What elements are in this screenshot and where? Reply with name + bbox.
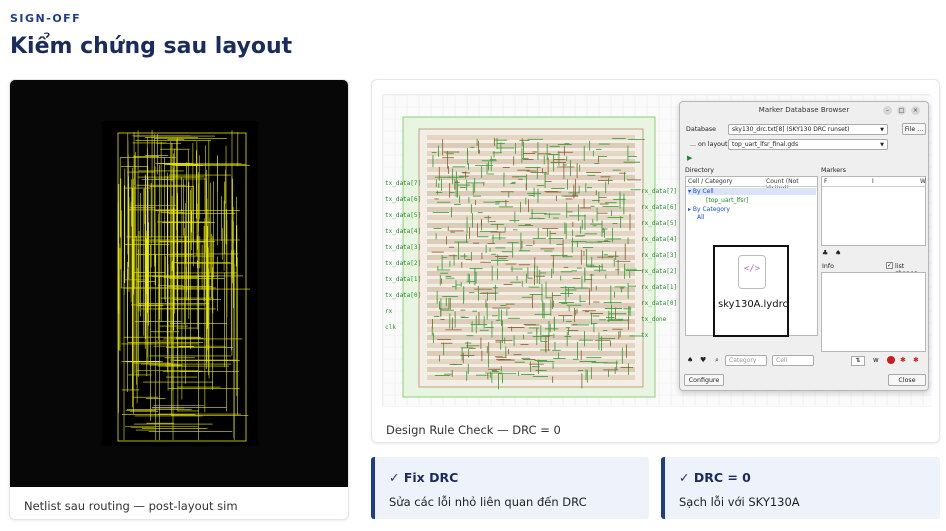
note-title: ✓ Fix DRC (389, 470, 459, 485)
netlist-image (10, 80, 348, 487)
file-name: sky130A.lydrc (718, 299, 788, 310)
directory-label: Directory (685, 167, 715, 174)
col-cell-category: Cell / Category (688, 178, 733, 185)
bug-alt-icon[interactable]: ✱ (913, 356, 919, 364)
tree-all[interactable]: All (697, 214, 705, 221)
drc-caption: Design Rule Check — DRC = 0 (386, 423, 561, 437)
category-placeholder: Category (729, 357, 757, 364)
info-label: Info (822, 263, 834, 270)
markers-label: Markers (821, 167, 847, 174)
pin-label-right: rx_data[6] (641, 204, 677, 211)
file-button[interactable]: File ... (902, 123, 926, 135)
pin-label-left: tx_data[3] (385, 244, 421, 251)
tree-top-cell[interactable]: [top_uart_lfsr] (706, 197, 749, 204)
sort-icon[interactable]: ⇅ (851, 356, 865, 366)
list-shapes-checkbox[interactable]: ✓ (886, 262, 893, 269)
pin-label-left: rx (385, 308, 393, 315)
pin-label-left: tx_data[4] (385, 228, 421, 235)
col-w: W (920, 178, 926, 185)
database-value: sky130_drc.txt[8] (SKY130 DRC runset) (732, 126, 850, 133)
drc-layout-image: tx_data[7] tx_data[6] tx_data[5] tx_data[4]… (382, 94, 932, 408)
database-label: Database (686, 126, 717, 133)
close-button[interactable]: Close (888, 374, 926, 386)
pin-label-right: rx_data[2] (641, 268, 677, 275)
pin-label-left: tx_data[6] (385, 196, 421, 203)
close-window-icon[interactable]: × (911, 106, 920, 115)
page-title: Kiểm chứng sau layout (10, 34, 293, 59)
unflag-icon[interactable]: ♠ (835, 249, 842, 257)
cell-filter[interactable]: Cell (772, 355, 814, 366)
cell-placeholder: Cell (776, 357, 788, 364)
note-body: Sạch lỗi với SKY130A (679, 495, 800, 509)
tree-by-category[interactable]: ▸ By Category (688, 206, 730, 213)
pin-label-right: rx_data[0] (641, 300, 677, 307)
pin-label-left: tx_data[1] (385, 276, 421, 283)
drc-card: tx_data[7] tx_data[6] tx_data[5] tx_data[4]… (371, 79, 940, 443)
chevron-down-icon: ▼ (880, 127, 884, 133)
run-icon[interactable]: ▶ (687, 154, 693, 162)
markers-header-divider (822, 186, 925, 187)
netlist-caption: Netlist sau routing — post-layout sim (24, 499, 238, 513)
record-icon[interactable] (887, 356, 895, 364)
tree-by-category-label: By Category (692, 206, 730, 213)
markers-list[interactable]: F I W (821, 176, 926, 246)
flag-icon[interactable]: ♣ (822, 249, 829, 257)
col-i: I (872, 178, 874, 185)
configure-button[interactable]: Configure (684, 374, 724, 386)
pin-label-right: tx_done (641, 316, 667, 323)
netlist-card: Netlist sau routing — post-layout sim (9, 79, 349, 520)
info-panel (821, 272, 926, 352)
pin-label-right: rx_data[3] (641, 252, 677, 259)
pin-label-right: rx_data[7] (641, 188, 677, 195)
note-drc-zero: ✓ DRC = 0 Sạch lỗi với SKY130A (661, 457, 940, 519)
pin-label-left: clk (385, 324, 396, 331)
spade-icon[interactable]: ♠ (687, 356, 694, 364)
note-title: ✓ DRC = 0 (679, 470, 751, 485)
waypoint-icon[interactable]: w (873, 356, 879, 364)
maximize-icon[interactable]: □ (897, 106, 906, 115)
layout-value: top_uart_lfsr_final.gds (732, 141, 799, 148)
eyebrow: SIGN-OFF (10, 12, 82, 25)
pin-label-right: rx_data[5] (641, 220, 677, 227)
pin-label-right: rx_data[4] (641, 236, 677, 243)
database-select[interactable]: sky130_drc.txt[8] (SKY130 DRC runset) ▼ (728, 124, 888, 135)
pin-label-right: rx_data[1] (641, 284, 677, 291)
minimize-icon[interactable]: – (883, 106, 892, 115)
code-file-icon: </> (738, 255, 766, 289)
tree-by-cell[interactable]: ▾ By Cell (688, 188, 816, 195)
layout-label: ... on layout (690, 141, 728, 148)
note-fix-drc: ✓ Fix DRC Sửa các lỗi nhỏ liên quan đến … (371, 457, 649, 519)
pin-label-left: tx_data[5] (385, 212, 421, 219)
chevron-down-icon: ▼ (880, 142, 884, 148)
pin-label-left: tx_data[7] (385, 180, 421, 187)
pin-label-right: tx (641, 332, 649, 339)
header-divider (686, 186, 817, 187)
bug-icon[interactable]: ✱ (900, 356, 906, 364)
col-f: F (824, 178, 828, 185)
pin-label-left: tx_data[2] (385, 260, 421, 267)
file-preview-popup: </> sky130A.lydrc (713, 245, 789, 337)
heart-icon[interactable]: ♥ (700, 356, 707, 364)
search-icon: ⌕ (715, 356, 719, 364)
tree-by-cell-label: By Cell (692, 188, 714, 195)
dialog-title: Marker Database Browser (758, 106, 850, 114)
note-body: Sửa các lỗi nhỏ liên quan đến DRC (389, 495, 587, 509)
layout-select[interactable]: top_uart_lfsr_final.gds ▼ (728, 139, 888, 150)
pin-label-left: tx_data[0] (385, 292, 421, 299)
category-filter[interactable]: Category (725, 355, 767, 366)
code-glyph: </> (743, 264, 761, 274)
netlist-routing-graphic (102, 121, 258, 446)
